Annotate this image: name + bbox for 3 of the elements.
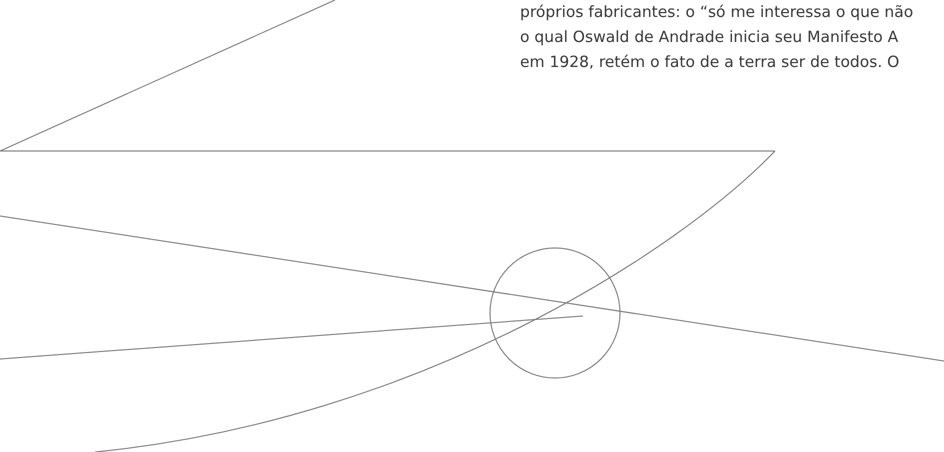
paragraph-text-line: o qual Oswald de Andrade inicia seu Manifesto A [520,27,898,48]
paragraph-text-line: em 1928, retém o fato de a terra ser de todos. O [520,52,900,73]
paragraph-text-line: próprios fabricantes: o “só me interessa o que não [520,2,914,23]
